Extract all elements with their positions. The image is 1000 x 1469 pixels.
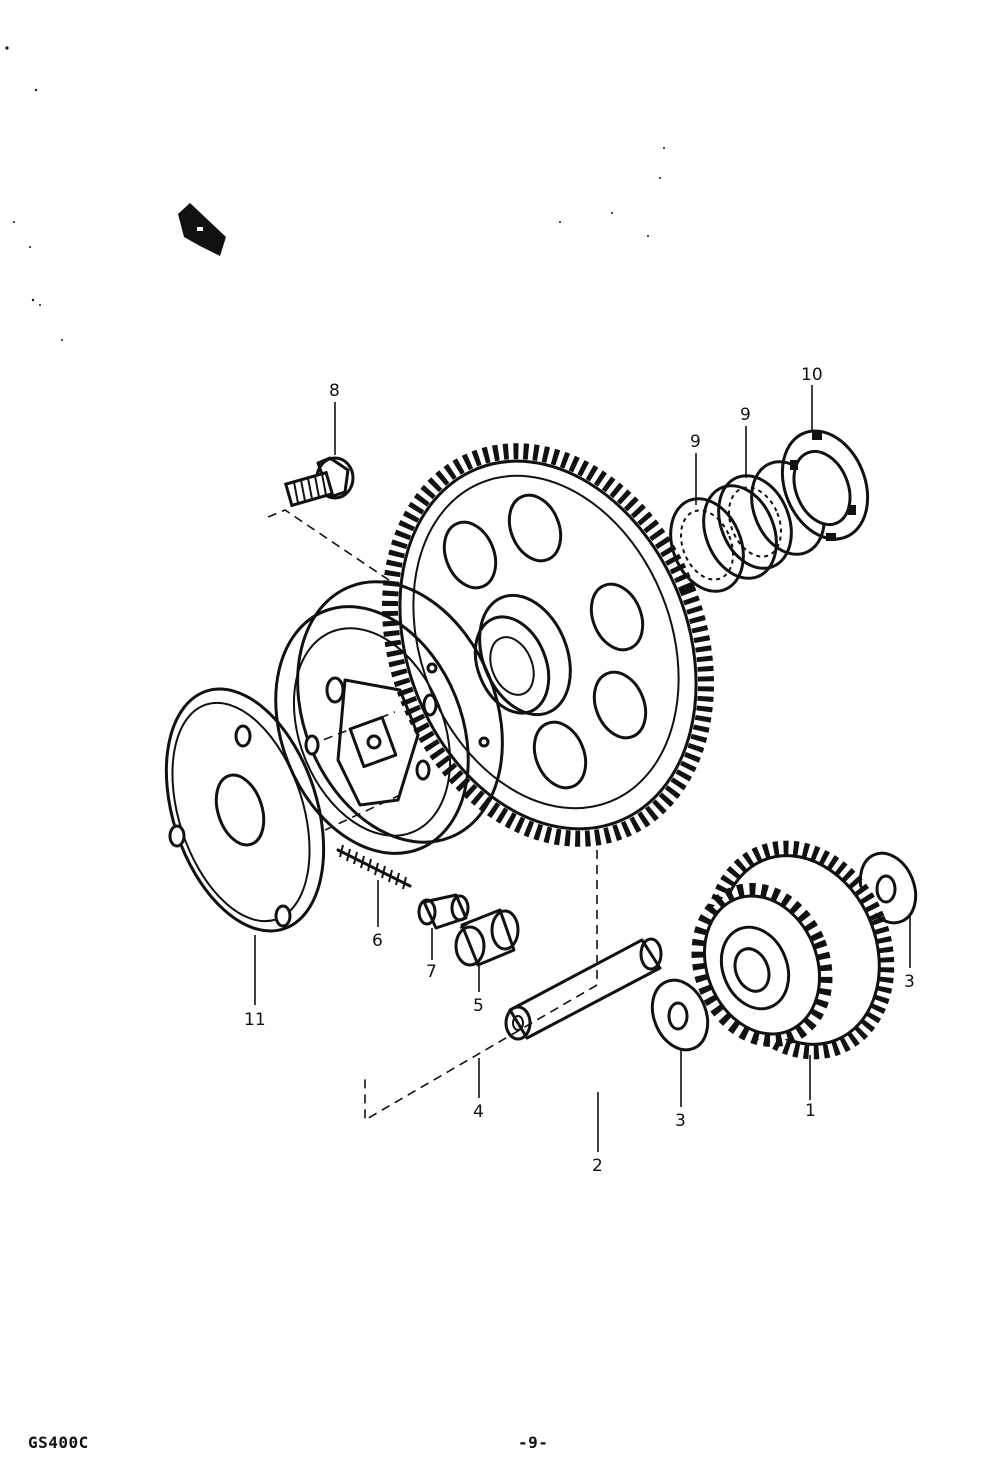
large-driven-gear	[382, 443, 714, 847]
part-9-needle-bearing-a	[669, 484, 778, 593]
model-code: GS400C	[28, 1433, 89, 1452]
part-5-roller	[454, 908, 520, 967]
part-3-washer-a	[650, 978, 710, 1052]
callout-6: 6	[372, 931, 383, 951]
part-11-cover-plate	[164, 687, 326, 933]
callout-2: 2	[592, 1156, 603, 1176]
callout-9b: 9	[740, 405, 751, 425]
callout-3a: 3	[675, 1111, 686, 1131]
callout-labels: 8 10 9 9 6 7 5 11 3 4 3 1 2	[244, 365, 915, 1176]
callout-5: 5	[473, 996, 484, 1016]
scan-specks	[5, 46, 665, 341]
callout-8: 8	[329, 381, 340, 401]
callout-1: 1	[805, 1101, 816, 1121]
callout-11: 11	[244, 1010, 266, 1030]
part-10-thrust-washer	[780, 429, 870, 541]
part-8-bolt	[283, 456, 355, 508]
front-arrow-icon	[178, 203, 226, 256]
callout-7: 7	[426, 962, 437, 982]
callout-3b: 3	[904, 972, 915, 992]
part-7-pin	[417, 893, 470, 930]
leader-lines	[254, 385, 911, 1152]
callout-9a: 9	[690, 432, 701, 452]
part-1-idle-gear	[691, 840, 895, 1060]
page-number: -9-	[518, 1433, 549, 1452]
callout-10: 10	[801, 365, 823, 385]
part-6-spring	[336, 844, 412, 890]
callout-4: 4	[473, 1102, 484, 1122]
part-2-shaft	[504, 937, 663, 1041]
